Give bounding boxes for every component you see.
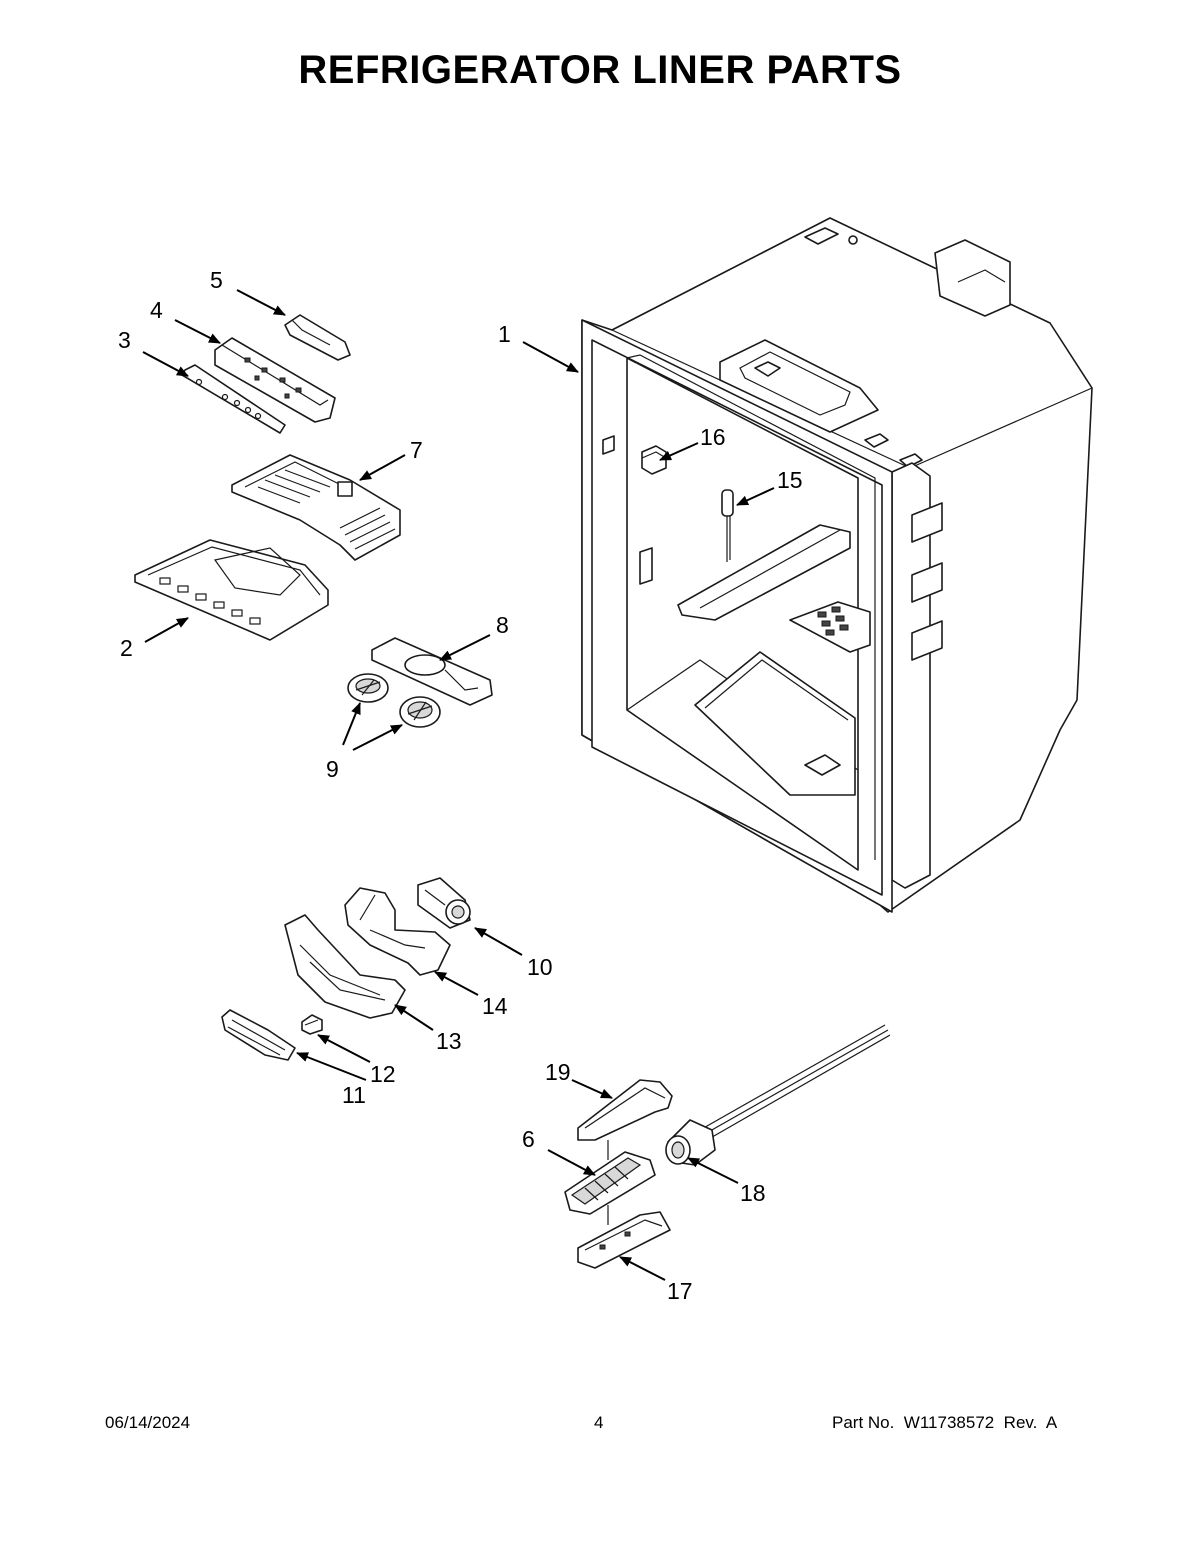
footer-page-number: 4 xyxy=(594,1413,604,1432)
callout-8: 8 xyxy=(496,612,509,638)
callout-3: 3 xyxy=(118,327,131,353)
callout-7: 7 xyxy=(410,437,423,463)
led-light-part-6[interactable] xyxy=(564,1151,656,1225)
liner-part-1[interactable] xyxy=(581,217,1093,913)
callout-13: 13 xyxy=(436,1028,462,1054)
knob-part-9a[interactable] xyxy=(347,673,389,703)
callout-1: 1 xyxy=(498,321,511,347)
callout-17: 17 xyxy=(667,1278,693,1304)
harness-part-18[interactable] xyxy=(665,1024,891,1166)
footer-part-number: Part No. W11738572 Rev. A xyxy=(832,1413,1058,1432)
callout-18: 18 xyxy=(740,1180,766,1206)
callout-2: 2 xyxy=(120,635,133,661)
bezel-part-13[interactable] xyxy=(284,914,406,1019)
light-housing-part-10[interactable] xyxy=(417,877,471,929)
callout-10: 10 xyxy=(527,954,553,980)
footer-date: 06/14/2024 xyxy=(105,1413,191,1432)
page-title: REFRIGERATOR LINER PARTS xyxy=(298,48,902,92)
callout-5: 5 xyxy=(210,267,223,293)
tray-part-2[interactable] xyxy=(134,539,329,641)
base-part-17[interactable] xyxy=(577,1211,671,1269)
callout-12: 12 xyxy=(370,1061,396,1087)
cover-part-7[interactable] xyxy=(231,454,401,561)
leader-lines xyxy=(142,289,775,1281)
bracket-part-5[interactable] xyxy=(284,314,351,361)
cover-part-19[interactable] xyxy=(577,1079,673,1160)
callout-19: 19 xyxy=(545,1059,571,1085)
shield-part-14[interactable] xyxy=(344,887,451,976)
control-housing-part-4[interactable] xyxy=(214,337,336,423)
callout-9: 9 xyxy=(326,756,339,782)
callout-numbers: 1 2 3 4 5 6 7 8 9 10 11 12 13 14 15 16 1… xyxy=(118,267,803,1304)
screw-part-12[interactable] xyxy=(301,1014,323,1035)
callout-11: 11 xyxy=(342,1082,366,1108)
callout-15: 15 xyxy=(777,467,803,493)
callout-4: 4 xyxy=(150,297,163,323)
trim-part-11[interactable] xyxy=(221,1009,296,1061)
damper-part-8[interactable] xyxy=(371,637,493,706)
callout-16: 16 xyxy=(700,424,726,450)
callout-6: 6 xyxy=(522,1126,535,1152)
callout-14: 14 xyxy=(482,993,508,1019)
sensor-part-15[interactable] xyxy=(721,489,734,562)
knob-part-9b[interactable] xyxy=(399,696,441,728)
